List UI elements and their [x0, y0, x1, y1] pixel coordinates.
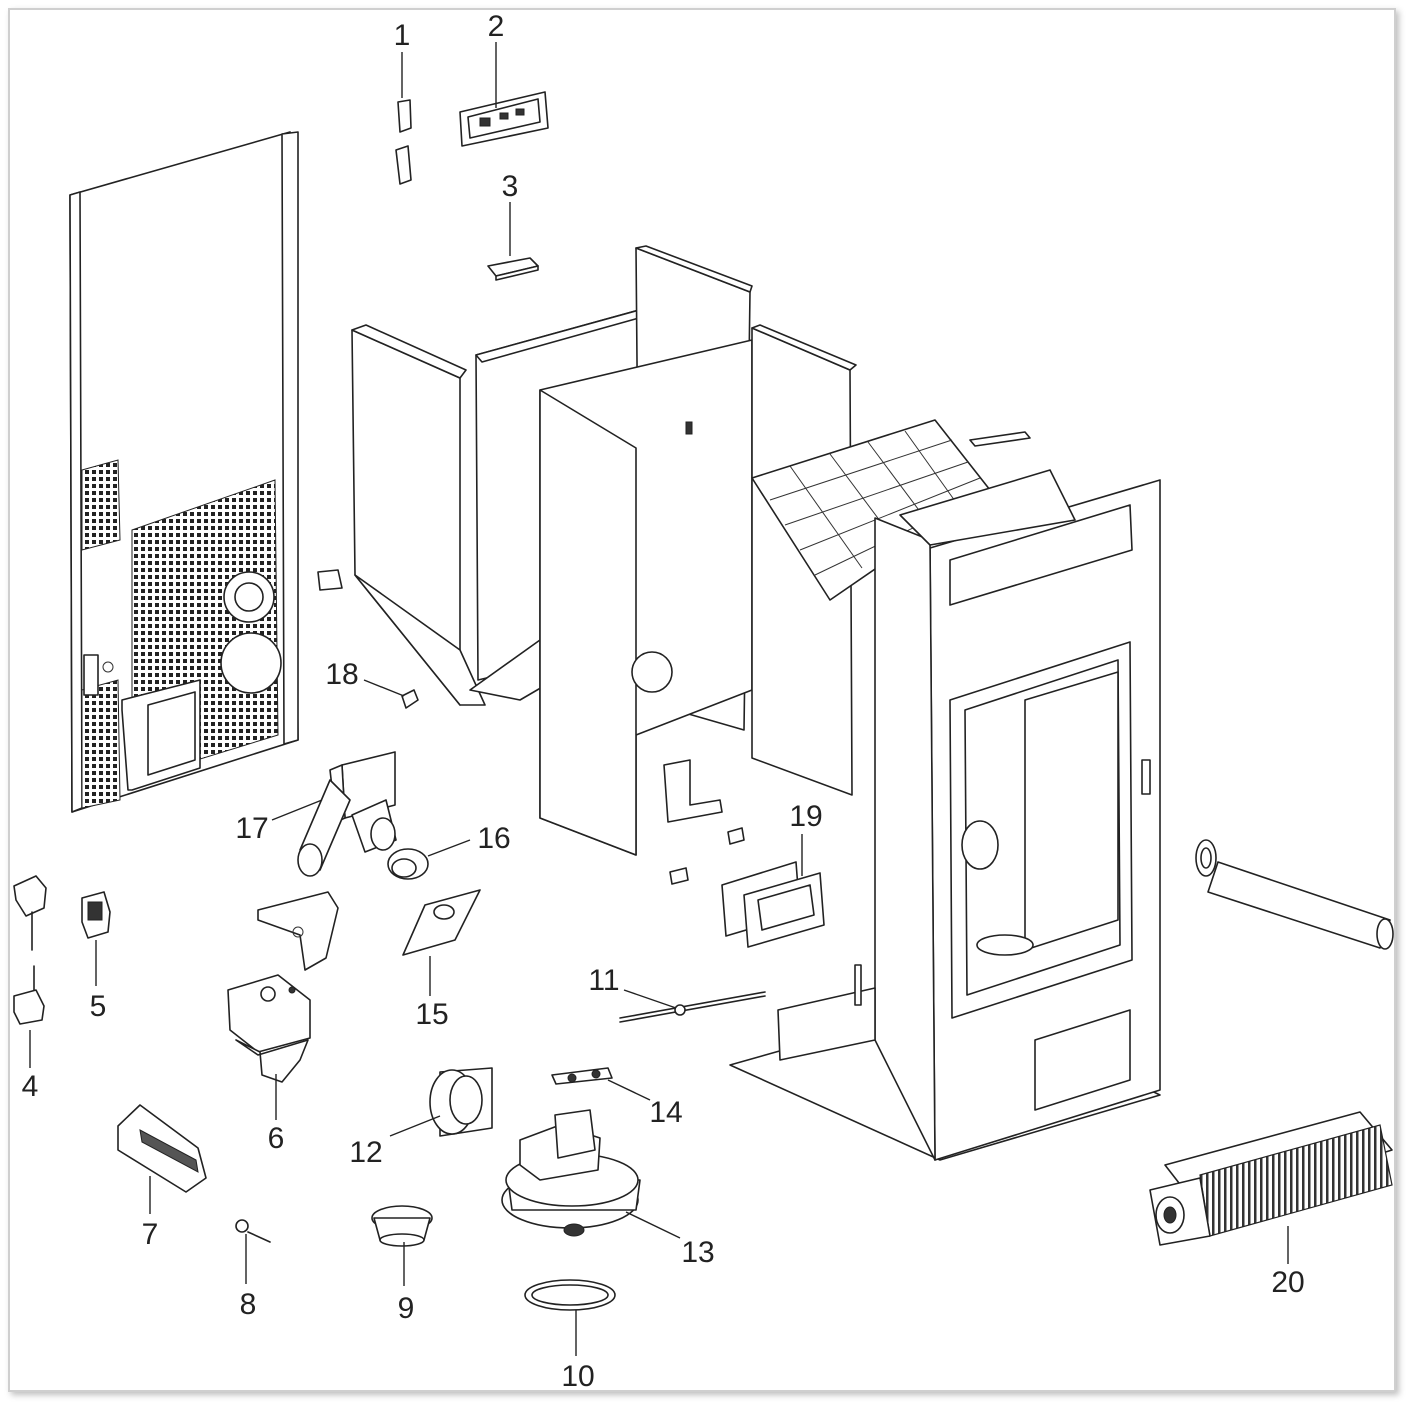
- part-16-gasket: [387, 848, 429, 880]
- callout-11: 11: [588, 964, 619, 997]
- callout-13: 13: [681, 1236, 714, 1269]
- part-3-bracket: [487, 257, 539, 281]
- side-panel-left: [351, 324, 486, 706]
- back-panel: [69, 131, 299, 813]
- callout-12: 12: [349, 1136, 382, 1169]
- part-13-extraction-fan: [501, 1109, 641, 1237]
- callout-5: 5: [90, 990, 107, 1023]
- part-5-switch: [81, 891, 111, 939]
- callout-1: 1: [394, 19, 411, 52]
- callout-14: 14: [649, 1096, 682, 1129]
- callout-6: 6: [268, 1122, 285, 1155]
- stove-body: [729, 469, 1161, 1161]
- part-19-gaskets: [721, 861, 825, 948]
- part-6-motor: [227, 974, 311, 1083]
- part-15-plate: [402, 889, 481, 956]
- part-18-fitting: [401, 689, 419, 709]
- motor-bracket: [257, 891, 339, 971]
- part-20-tangential-fan: [1149, 1111, 1393, 1246]
- part-10-o-ring: [524, 1279, 616, 1311]
- part-9-fitting: [371, 1205, 433, 1247]
- callout-8: 8: [240, 1288, 257, 1321]
- callout-19: 19: [789, 800, 822, 833]
- leader-lines: [29, 42, 1289, 1356]
- small-bracket: [317, 569, 343, 591]
- callout-4: 4: [22, 1070, 39, 1103]
- part-2-control-panel: [459, 91, 549, 147]
- callout-2: 2: [488, 10, 505, 43]
- part-7-electronic-board: [117, 1104, 207, 1193]
- callout-9: 9: [398, 1292, 415, 1325]
- part-8-sensor: [235, 1219, 271, 1243]
- callout-labels: 1 2 3 4 5 6 7 8 9 10 11 12 13 14 15 16 1…: [22, 10, 1305, 1393]
- part-17-smoke-duct: [297, 751, 397, 877]
- part-11-probe: [619, 991, 766, 1023]
- callout-15: 15: [415, 998, 448, 1031]
- callout-7: 7: [142, 1218, 159, 1251]
- bracket-clip: [663, 759, 745, 885]
- front-inner-panel: [539, 339, 753, 856]
- part-4-power-socket: [13, 875, 47, 1025]
- callout-17: 17: [235, 812, 268, 845]
- part-14-sensor: [551, 1067, 613, 1085]
- callout-18: 18: [325, 658, 358, 691]
- callout-20: 20: [1271, 1266, 1304, 1299]
- callout-3: 3: [502, 170, 519, 203]
- right-side-panel: [751, 324, 857, 796]
- part-20-tube: [1195, 839, 1394, 950]
- part-1-clips: [395, 99, 412, 185]
- part-12-flange: [429, 1067, 493, 1137]
- callout-10: 10: [561, 1360, 594, 1393]
- callout-16: 16: [477, 822, 510, 855]
